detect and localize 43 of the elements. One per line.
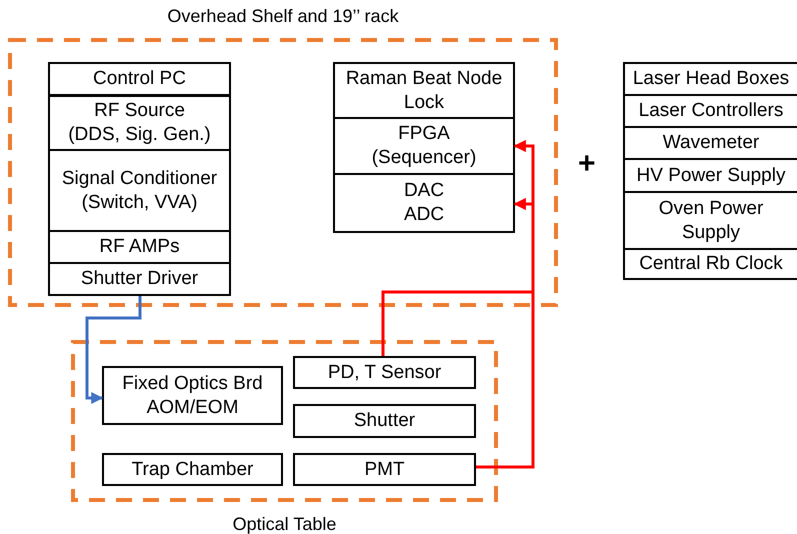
box-label: Central Rb Clock (639, 252, 783, 276)
box-label: (Sequencer) (372, 146, 476, 170)
box-label: RF AMPs (99, 235, 180, 259)
box-label: PD, T Sensor (328, 360, 442, 384)
box-label: (Switch, VVA) (82, 190, 198, 214)
plus-sign: + (578, 149, 596, 179)
connector-arrow (86, 296, 142, 404)
component-box (623, 62, 797, 96)
component-box (48, 95, 231, 151)
component-box (293, 404, 476, 438)
box-label: (DDS, Sig. Gen.) (68, 123, 211, 147)
box-label: PMT (364, 458, 405, 482)
component-box (48, 62, 231, 96)
box-label: HV Power Supply (636, 164, 786, 188)
box-label: Laser Head Boxes (632, 67, 790, 91)
component-box (48, 230, 231, 264)
component-box (48, 149, 231, 232)
component-box (333, 173, 515, 233)
component-box (102, 366, 283, 425)
box-label: Oven Power Supply (658, 196, 764, 244)
box-label: Signal Conditioner (62, 166, 218, 190)
box-label: Laser Controllers (638, 99, 784, 123)
component-box (293, 356, 476, 389)
component-box (48, 262, 231, 296)
component-box (102, 453, 283, 486)
box-label: AOM/EOM (146, 396, 238, 420)
box-label: FPGA (398, 122, 450, 146)
component-box (623, 248, 797, 280)
box-label: Wavemeter (662, 131, 760, 155)
box-label: Trap Chamber (132, 458, 254, 482)
box-label: Control PC (93, 67, 186, 91)
group-heading: Optical Table (232, 514, 338, 534)
component-box (333, 117, 515, 175)
box-label: Shutter (354, 409, 416, 433)
box-label: Shutter Driver (80, 267, 198, 291)
component-box (333, 62, 515, 119)
group-heading: Overhead Shelf and 19’’ rack (166, 6, 400, 27)
box-label: Fixed Optics Brd (122, 372, 263, 396)
component-box (293, 453, 476, 486)
box-label: Raman Beat Node Lock (344, 66, 504, 114)
box-label: DAC (404, 179, 444, 203)
box-label: RF Source (94, 99, 185, 123)
box-label: ADC (404, 203, 444, 227)
